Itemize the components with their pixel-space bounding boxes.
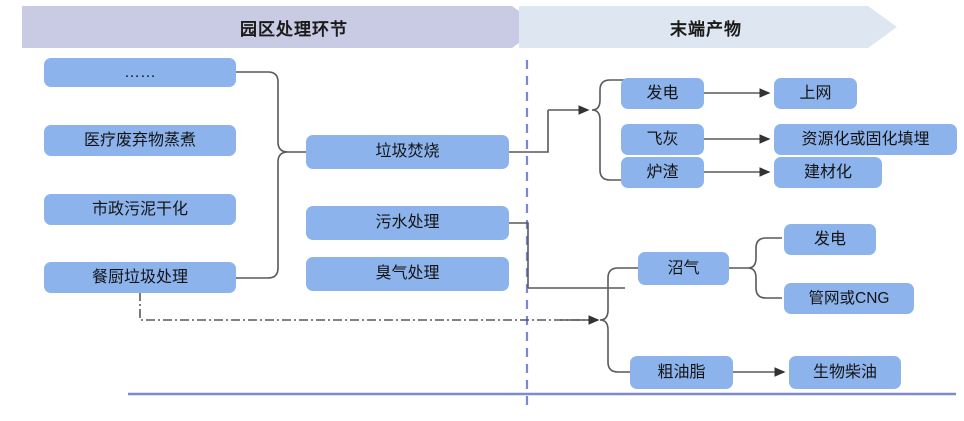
node-destination-landfill[interactable]: 资源化或固化填埋 <box>774 124 957 155</box>
node-process-wastewater[interactable]: 污水处理 <box>306 206 509 240</box>
node-process-odor[interactable]: 臭气处理 <box>306 257 509 291</box>
banner-right-label: 末端产物 <box>670 20 742 39</box>
node-input-kitchen-waste[interactable]: 餐厨垃圾处理 <box>44 262 236 293</box>
link-wastewater <box>509 222 529 288</box>
node-process-incineration[interactable]: 垃圾焚烧 <box>306 135 509 169</box>
node-destination-biodiesel[interactable]: 生物柴油 <box>789 356 901 389</box>
node-output-crude-oil[interactable]: 粗油脂 <box>630 356 733 389</box>
node-biogas-use-pipeline-cng[interactable]: 管网或CNG <box>784 283 914 314</box>
node-output-slag[interactable]: 炉渣 <box>621 157 704 188</box>
node-output-fly-ash[interactable]: 飞灰 <box>621 124 704 155</box>
node-destination-building-material[interactable]: 建材化 <box>774 157 882 188</box>
brace-inputs <box>236 71 289 279</box>
link-incineration <box>509 110 549 153</box>
node-input-medical-waste[interactable]: 医疗废弃物蒸煮 <box>44 125 236 156</box>
node-output-biogas[interactable]: 沼气 <box>638 252 729 285</box>
node-output-power[interactable]: 发电 <box>621 78 704 109</box>
node-input-ellipsis[interactable]: …… <box>44 58 236 87</box>
node-input-sludge-drying[interactable]: 市政污泥干化 <box>44 194 236 225</box>
node-destination-grid[interactable]: 上网 <box>774 78 857 109</box>
node-biogas-use-power[interactable]: 发电 <box>784 224 876 255</box>
banner-left-label: 园区处理环节 <box>240 20 348 39</box>
brace-biogas-uses <box>747 237 782 299</box>
link-kitchen-waste-dashdot <box>139 292 590 321</box>
